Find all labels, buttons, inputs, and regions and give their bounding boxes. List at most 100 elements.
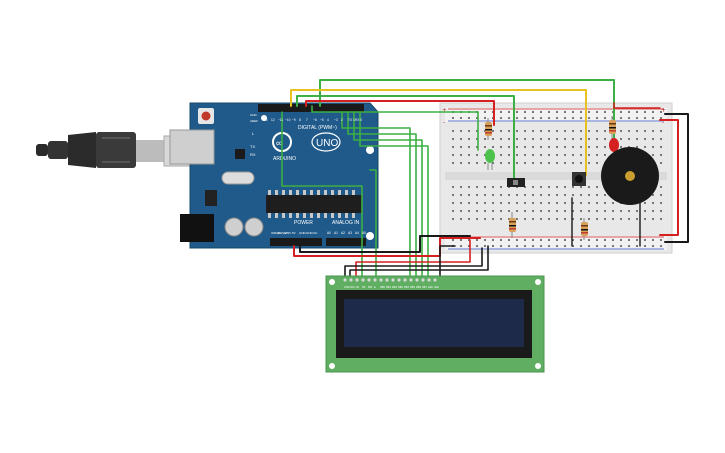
bb-hole bbox=[460, 218, 462, 220]
wire-green-5[interactable] bbox=[341, 111, 411, 283]
bb-hole bbox=[548, 210, 550, 212]
bb-hole bbox=[476, 194, 478, 196]
bb-hole bbox=[596, 202, 598, 204]
wire-green-4[interactable] bbox=[281, 111, 363, 283]
rail-hole bbox=[564, 239, 566, 241]
wire-green-2[interactable] bbox=[296, 95, 515, 181]
rail-hole bbox=[476, 245, 478, 247]
bb-hole bbox=[532, 138, 534, 140]
rail-hole bbox=[612, 245, 614, 247]
push-button-icon[interactable] bbox=[572, 172, 586, 186]
wire-black-lcd-led[interactable] bbox=[439, 245, 456, 283]
wire-red-lcd[interactable] bbox=[355, 239, 471, 283]
rail-hole bbox=[540, 239, 542, 241]
bb-hole bbox=[524, 202, 526, 204]
wire-green-8[interactable] bbox=[359, 111, 429, 283]
bb-hole bbox=[580, 162, 582, 164]
wire-green-3[interactable] bbox=[311, 105, 479, 151]
bb-hole bbox=[604, 202, 606, 204]
rail-hole bbox=[572, 117, 574, 119]
bb-hole bbox=[652, 202, 654, 204]
bb-hole bbox=[604, 138, 606, 140]
rail-hole bbox=[476, 239, 478, 241]
bb-hole bbox=[644, 146, 646, 148]
bb-hole bbox=[588, 146, 590, 148]
analog-pin-label: A2 bbox=[341, 231, 345, 235]
bb-hole bbox=[540, 162, 542, 164]
wire-yellow-1[interactable] bbox=[290, 89, 587, 176]
bb-hole bbox=[492, 194, 494, 196]
wire-red-bb-rail[interactable] bbox=[613, 102, 661, 109]
bb-hole bbox=[540, 146, 542, 148]
bb-hole bbox=[468, 146, 470, 148]
digital-header-label: DIGITAL (PWM~) bbox=[298, 125, 337, 131]
wire-green-1[interactable] bbox=[319, 79, 615, 141]
wire-red-right[interactable] bbox=[659, 119, 679, 236]
piezo-buzzer-icon[interactable] bbox=[601, 147, 659, 205]
bb-hole bbox=[452, 202, 454, 204]
wire-green-7[interactable] bbox=[353, 111, 423, 283]
bb-hole bbox=[660, 146, 662, 148]
bb-hole bbox=[548, 202, 550, 204]
rail-hole bbox=[516, 239, 518, 241]
rail-hole bbox=[476, 117, 478, 119]
bb-hole bbox=[508, 138, 510, 140]
bb-hole bbox=[588, 130, 590, 132]
bb-hole bbox=[628, 210, 630, 212]
bb-hole bbox=[596, 146, 598, 148]
rail-hole bbox=[524, 239, 526, 241]
rail-hole bbox=[636, 245, 638, 247]
green-led-icon[interactable] bbox=[485, 149, 495, 170]
digital-pin-label: TX 1 bbox=[348, 118, 355, 122]
bb-hole bbox=[596, 162, 598, 164]
bb-hole bbox=[508, 194, 510, 196]
rail-hole bbox=[524, 245, 526, 247]
wire-black-gnd-1[interactable] bbox=[299, 235, 471, 253]
rail-hole bbox=[620, 239, 622, 241]
bb-hole bbox=[516, 194, 518, 196]
rail-hole bbox=[564, 111, 566, 113]
bb-hole bbox=[548, 194, 550, 196]
lcd-pin bbox=[391, 278, 395, 282]
lcd-pin-label: E bbox=[374, 286, 376, 289]
bb-hole bbox=[492, 130, 494, 132]
wire-black-right[interactable] bbox=[664, 113, 689, 243]
bb-hole bbox=[620, 146, 622, 148]
rail-hole bbox=[564, 245, 566, 247]
resistor-icon[interactable] bbox=[485, 118, 492, 140]
bb-hole bbox=[564, 138, 566, 140]
rail-hole bbox=[556, 239, 558, 241]
lcd-pin bbox=[385, 278, 389, 282]
power-jack bbox=[180, 214, 214, 242]
arduino-uno-board[interactable]: ∞ ARDUINO UNO DIGITAL (PWM~) POWER ANALO… bbox=[169, 102, 379, 249]
bb-hole bbox=[476, 210, 478, 212]
bb-hole bbox=[484, 202, 486, 204]
resistor-icon-2[interactable] bbox=[509, 212, 516, 238]
bb-hole bbox=[564, 210, 566, 212]
bb-hole bbox=[484, 162, 486, 164]
wire-black-gnd-2[interactable] bbox=[344, 247, 483, 283]
slide-switch-icon[interactable] bbox=[507, 178, 525, 187]
lcd-pin bbox=[433, 278, 437, 282]
bb-hole bbox=[612, 218, 614, 220]
bb-hole bbox=[500, 210, 502, 212]
bb-hole bbox=[492, 218, 494, 220]
rail-hole bbox=[556, 245, 558, 247]
bb-hole bbox=[660, 210, 662, 212]
rail-hole bbox=[596, 239, 598, 241]
red-led-icon[interactable] bbox=[609, 138, 619, 152]
wire-red-top[interactable] bbox=[305, 100, 495, 126]
rail-hole bbox=[644, 117, 646, 119]
wire-green-6[interactable] bbox=[347, 111, 417, 283]
wire-green-9[interactable] bbox=[369, 169, 377, 283]
bb-hole bbox=[484, 186, 486, 188]
resistor-icon-4[interactable] bbox=[609, 116, 616, 140]
digital-pin-label: ~11 bbox=[278, 118, 283, 122]
bb-hole bbox=[468, 210, 470, 212]
rail-minus-label: - bbox=[443, 119, 445, 126]
lcd-pin-label: DB0 bbox=[380, 286, 385, 289]
resistor-icon-3[interactable] bbox=[581, 218, 588, 240]
